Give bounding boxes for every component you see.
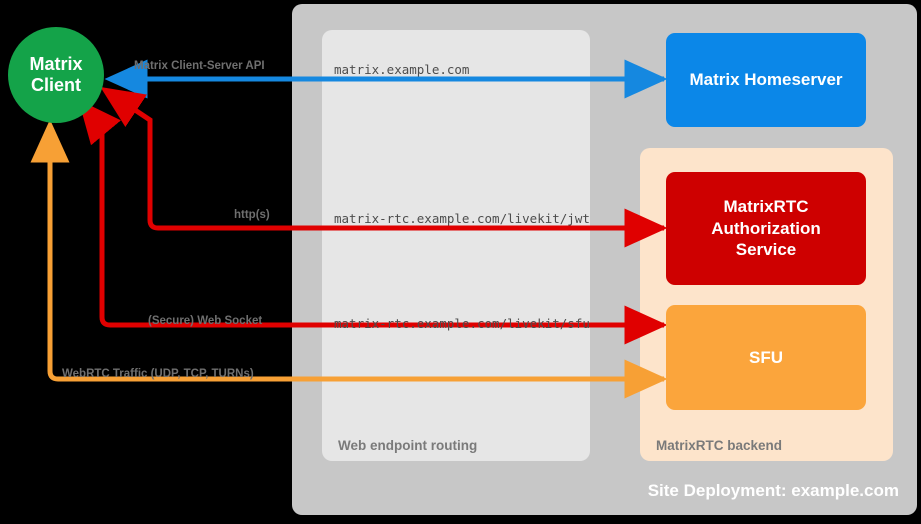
url-livekit-jwt: matrix-rtc.example.com/livekit/jwt [334, 211, 590, 226]
panel-label-web-endpoint-routing: Web endpoint routing [338, 438, 478, 453]
label-webrtc-traffic: WebRTC Traffic (UDP, TCP, TURNs) [62, 368, 254, 380]
node-matrixrtc-authorization-service[interactable]: MatrixRTC Authorization Service [666, 172, 866, 285]
auth-label-line3: Service [735, 240, 797, 260]
label-secure-web-socket: (Secure) Web Socket [148, 315, 263, 327]
homeserver-label: Matrix Homeserver [689, 70, 843, 89]
wire-webrtc [30, 119, 664, 382]
label-matrix-client-server-api: Matrix Client-Server API [134, 60, 265, 72]
matrix-client-label-line1: Matrix [29, 54, 83, 75]
wire-websocket [78, 99, 664, 328]
auth-label-line2: Authorization [711, 218, 821, 238]
auth-label-line1: MatrixRTC [723, 196, 809, 216]
panel-label-matrixrtc-backend: MatrixRTC backend [656, 438, 783, 453]
node-matrix-client[interactable]: Matrix Client [8, 27, 104, 123]
node-matrix-homeserver[interactable]: Matrix Homeserver [666, 33, 866, 127]
label-https: http(s) [234, 209, 270, 221]
panel-label-site-deployment: Site Deployment: example.com [647, 481, 899, 500]
sfu-label: SFU [749, 347, 783, 367]
url-matrix-example-com: matrix.example.com [334, 62, 470, 77]
url-livekit-sfu: matrix-rtc.example.com/livekit/sfu [334, 316, 590, 331]
panel-web-endpoint-routing [322, 30, 590, 461]
node-sfu[interactable]: SFU [666, 305, 866, 410]
matrix-client-label-line2: Client [30, 75, 81, 95]
wire-jwt [100, 86, 664, 231]
